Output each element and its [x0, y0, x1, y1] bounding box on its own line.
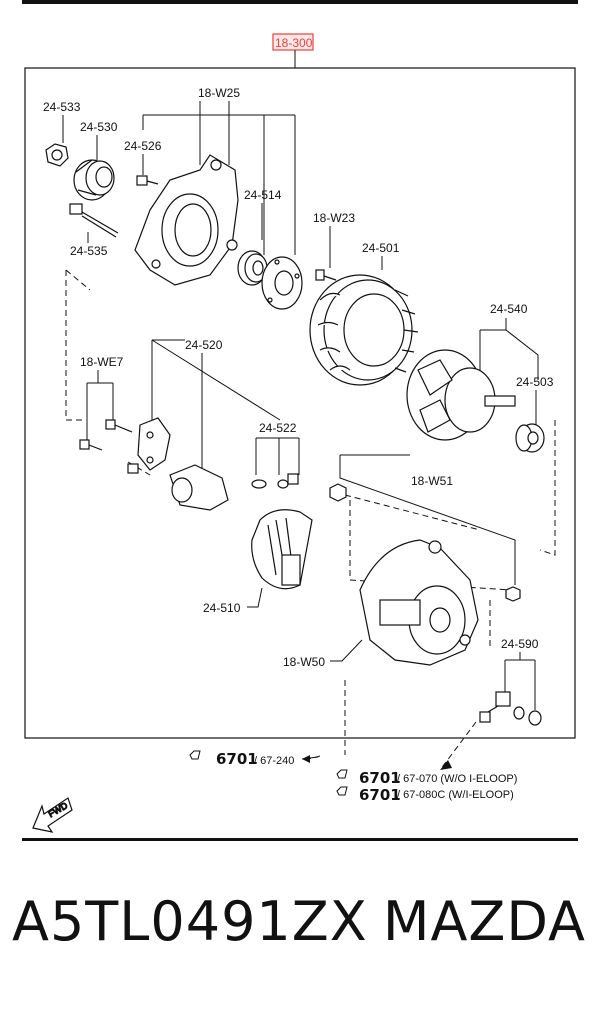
label-24-514: 24-514	[244, 188, 282, 202]
label-18-w23: 18-W23	[313, 211, 355, 225]
bolt-24-526	[136, 175, 159, 186]
label-18-w51: 18-W51	[411, 474, 453, 488]
label-24-522: 24-522	[259, 421, 297, 435]
footer-part-number: A5TL0491ZX MAZDA	[0, 890, 600, 980]
screws-18-we7	[79, 419, 139, 474]
brand-text: MAZDA	[382, 890, 586, 953]
label-24-530: 24-530	[80, 120, 118, 134]
pulley-24-530	[73, 159, 115, 201]
stator-24-501	[309, 274, 419, 386]
label-24-503: 24-503	[516, 375, 554, 389]
nuts-18-w51	[329, 483, 521, 602]
bolt-24-535	[69, 203, 119, 238]
rear-housing-18-w50	[359, 539, 479, 666]
bottom-rule	[22, 838, 578, 841]
svg-text:18-300: 18-300	[275, 36, 313, 50]
plate-18-w25	[261, 256, 303, 310]
terminal-24-590	[479, 691, 542, 726]
label-24-533: 24-533	[43, 100, 81, 114]
leader-lines	[62, 101, 539, 710]
fwd-arrow-icon: FWD	[32, 797, 73, 833]
label-18-w50: 18-W50	[283, 655, 325, 669]
bearing-24-514	[237, 250, 268, 286]
ref-row-3[interactable]: 6701 / 67-080C (W/I-ELOOP)	[336, 786, 514, 804]
svg-text:6701: 6701	[359, 769, 401, 787]
svg-text:/ 67-080C (W/I-ELOOP): / 67-080C (W/I-ELOOP)	[397, 789, 514, 801]
label-24-535: 24-535	[70, 244, 108, 258]
label-24-520: 24-520	[185, 338, 223, 352]
ref-row-1[interactable]: 6701 / 67-240	[189, 750, 319, 768]
svg-text:/ 67-070 (W/O I-ELOOP): / 67-070 (W/O I-ELOOP)	[397, 773, 517, 785]
label-24-510: 24-510	[203, 601, 241, 615]
rectifier-24-510	[251, 509, 313, 590]
label-24-501: 24-501	[362, 241, 400, 255]
brushes-24-522	[251, 473, 299, 489]
part-number-text: A5TL0491ZX	[12, 890, 368, 953]
label-18-w25: 18-W25	[198, 86, 240, 100]
svg-text:/ 67-240: / 67-240	[254, 755, 294, 767]
bearing-24-503	[515, 423, 545, 453]
front-bracket-18-w25	[134, 154, 239, 286]
assembly-label[interactable]: 18-300	[272, 33, 314, 51]
ref-row-2[interactable]: 6701 / 67-070 (W/O I-ELOOP)	[336, 769, 517, 787]
svg-text:6701: 6701	[216, 750, 258, 768]
screw-18-w23	[315, 269, 337, 281]
label-24-540: 24-540	[490, 302, 528, 316]
dashed-guides	[65, 269, 556, 771]
svg-text:6701: 6701	[359, 786, 401, 804]
nut-24-533	[45, 143, 69, 167]
label-18-we7: 18-WE7	[80, 355, 124, 369]
part-labels: 24-533 24-530 24-526 18-W25 24-514 18-W2…	[43, 86, 554, 669]
label-24-526: 24-526	[124, 139, 162, 153]
brush-holder-24-520	[137, 417, 229, 511]
top-rule	[22, 0, 578, 4]
label-24-590: 24-590	[501, 637, 539, 651]
rotor-24-540	[406, 349, 516, 441]
diagram-frame	[24, 67, 576, 739]
